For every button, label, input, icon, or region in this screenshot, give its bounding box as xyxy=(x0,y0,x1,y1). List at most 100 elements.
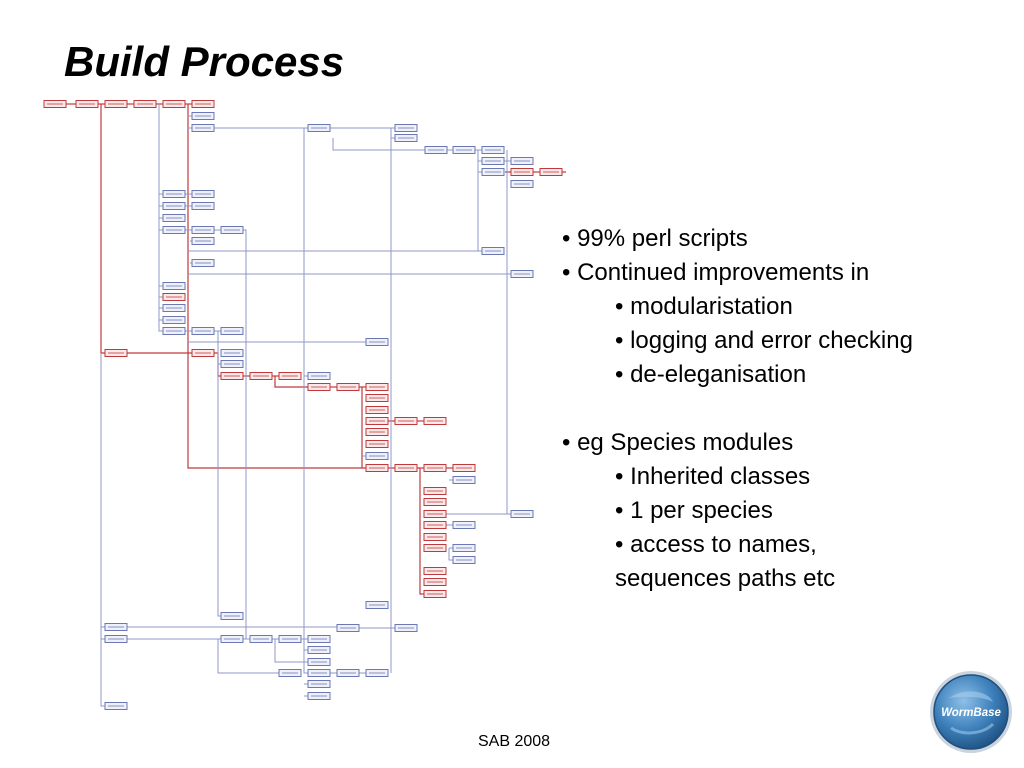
diagram-edge xyxy=(303,128,308,674)
diagram-node-red xyxy=(365,440,389,448)
bullet-one-per-species: • 1 per species xyxy=(615,497,773,524)
wormbase-logo: WormBase xyxy=(930,671,1012,753)
diagram-node-blue xyxy=(307,680,331,688)
diagram-node-blue xyxy=(510,510,534,518)
slide-title: Build Process xyxy=(64,38,345,85)
diagram-edge xyxy=(217,639,279,674)
diagram-node-red xyxy=(365,383,389,391)
diagram-node-blue xyxy=(162,226,186,234)
bullet-improvements: • Continued improvements in xyxy=(562,259,870,286)
diagram-node-red xyxy=(191,349,215,357)
bullet-sequences-paths: sequences paths etc xyxy=(615,565,836,592)
diagram-node-red xyxy=(191,100,215,108)
diagram-node-red xyxy=(365,428,389,436)
diagram-node-blue xyxy=(481,247,505,255)
diagram-node-blue xyxy=(481,146,505,154)
diagram-node-red xyxy=(162,293,186,301)
diagram-node-blue xyxy=(424,146,448,154)
diagram-edge xyxy=(477,150,482,252)
diagram-node-red xyxy=(423,578,447,586)
diagram-edge xyxy=(100,104,105,354)
bullet-inherited-classes: • Inherited classes xyxy=(615,463,811,490)
diagram-node-red xyxy=(423,417,447,425)
diagram-node-blue xyxy=(162,282,186,290)
diagram-node-blue xyxy=(104,702,128,710)
bullet-perl-scripts: • 99% perl scripts xyxy=(562,225,748,252)
diagram-node-blue xyxy=(191,327,215,335)
diagram-node-red xyxy=(133,100,157,108)
diagram-nodes xyxy=(43,100,563,710)
diagram-node-blue xyxy=(452,521,476,529)
diagram-node-blue xyxy=(191,237,215,245)
diagram-node-blue xyxy=(452,146,476,154)
diagram-edge xyxy=(100,353,105,707)
diagram-node-red xyxy=(423,510,447,518)
diagram-node-blue xyxy=(307,692,331,700)
diagram-node-blue xyxy=(307,124,331,132)
bullet-access-names: • access to names, xyxy=(615,531,817,558)
diagram-node-blue xyxy=(365,452,389,460)
diagram-node-red xyxy=(423,498,447,506)
diagram-node-blue xyxy=(162,190,186,198)
diagram-node-blue xyxy=(220,635,244,643)
diagram-node-blue xyxy=(104,635,128,643)
diagram-node-blue xyxy=(191,112,215,120)
bullet-logging: • logging and error checking xyxy=(615,327,913,354)
diagram-node-red xyxy=(394,464,418,472)
bullet-species-modules: • eg Species modules xyxy=(562,429,794,456)
diagram-edge xyxy=(187,104,366,469)
diagram-node-blue xyxy=(220,612,244,620)
diagram-node-blue xyxy=(394,134,418,142)
diagram-node-blue xyxy=(365,601,389,609)
diagram-node-red xyxy=(365,406,389,414)
diagram-node-blue xyxy=(307,669,331,677)
diagram-node-blue xyxy=(510,180,534,188)
diagram-node-blue xyxy=(278,669,302,677)
diagram-node-blue xyxy=(162,202,186,210)
diagram-node-red xyxy=(452,464,476,472)
diagram-node-blue xyxy=(394,124,418,132)
diagram-node-blue xyxy=(191,190,215,198)
diagram-node-blue xyxy=(220,349,244,357)
diagram-node-red xyxy=(307,383,331,391)
diagram-edges xyxy=(66,103,566,707)
diagram-node-blue xyxy=(336,669,360,677)
diagram-node-blue xyxy=(452,476,476,484)
diagram-node-red xyxy=(539,168,563,176)
diagram-node-blue xyxy=(191,259,215,267)
diagram-node-red xyxy=(104,349,128,357)
bullet-modularisation: • modularistation xyxy=(615,293,793,320)
diagram-node-blue xyxy=(220,327,244,335)
diagram-node-red xyxy=(423,544,447,552)
diagram-node-red xyxy=(423,521,447,529)
diagram-node-red xyxy=(365,464,389,472)
diagram-node-blue xyxy=(510,270,534,278)
diagram-node-red xyxy=(365,394,389,402)
diagram-node-blue xyxy=(191,124,215,132)
footer-text: SAB 2008 xyxy=(478,733,551,750)
diagram-edge xyxy=(419,468,424,595)
diagram-node-blue xyxy=(365,669,389,677)
diagram-node-blue xyxy=(510,157,534,165)
diagram-edge xyxy=(274,639,308,663)
diagram-node-red xyxy=(220,372,244,380)
diagram-node-red xyxy=(365,417,389,425)
diagram-node-red xyxy=(423,567,447,575)
bullet-spacer xyxy=(562,392,1002,426)
diagram-node-blue xyxy=(307,646,331,654)
diagram-node-blue xyxy=(249,635,273,643)
logo-text: WormBase xyxy=(941,707,1001,719)
diagram-node-blue xyxy=(162,214,186,222)
diagram-node-blue xyxy=(191,226,215,234)
bullet-list: • 99% perl scripts • Continued improveme… xyxy=(562,222,1002,596)
diagram-node-blue xyxy=(162,327,186,335)
diagram-node-red xyxy=(423,590,447,598)
diagram-edge xyxy=(448,548,453,561)
diagram-node-blue xyxy=(220,360,244,368)
diagram-node-red xyxy=(249,372,273,380)
diagram-node-blue xyxy=(452,556,476,564)
diagram-node-blue xyxy=(278,635,302,643)
diagram-edge xyxy=(243,229,247,639)
diagram-edge xyxy=(158,104,163,332)
